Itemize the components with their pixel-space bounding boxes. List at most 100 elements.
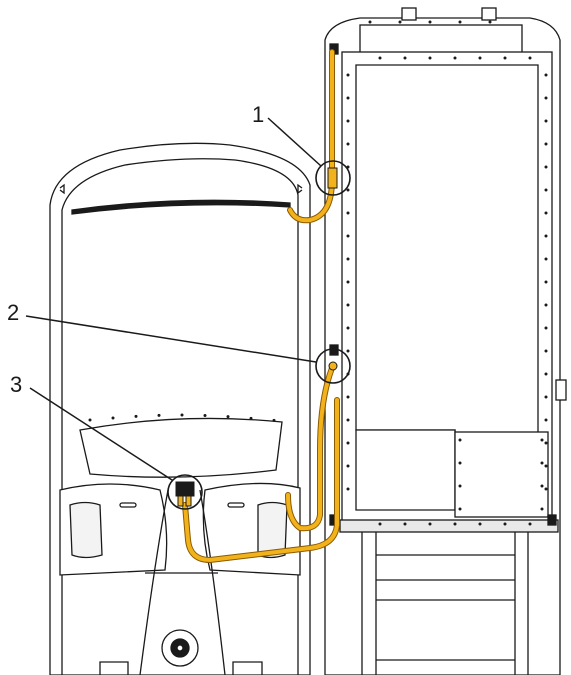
rivet: [458, 484, 462, 488]
left-unit: [49, 142, 311, 675]
callout-1-label: 1: [252, 102, 264, 127]
connector-1: [327, 167, 338, 189]
callout-1-circle: [315, 160, 351, 196]
connectors: [175, 167, 338, 507]
rivet: [226, 415, 230, 419]
left-unit-shell: [49, 142, 311, 675]
rivet: [88, 418, 92, 422]
right-unit: [324, 7, 567, 675]
callout-3: 3: [10, 372, 203, 510]
right-unit-leg-right: [514, 532, 529, 675]
rivet: [346, 418, 350, 422]
rivet: [544, 165, 548, 169]
left-unit-clip-right: [297, 183, 303, 195]
rivet: [478, 522, 482, 526]
rivet: [544, 487, 548, 491]
rivet: [488, 20, 492, 24]
rivet: [403, 522, 407, 526]
rivet: [453, 56, 457, 60]
rivet: [428, 20, 432, 24]
rivet: [346, 188, 350, 192]
left-unit-seam-left: [139, 489, 169, 675]
callout-1-leader: [267, 117, 322, 167]
connector-3-plug-right: [185, 495, 192, 507]
left-unit-knob-center: [176, 644, 184, 652]
rivet: [458, 438, 462, 442]
rivet: [368, 20, 372, 24]
rivet: [180, 413, 184, 417]
rivet: [544, 142, 548, 146]
right-unit-leg-left: [361, 532, 377, 675]
rivet: [346, 257, 350, 261]
rivet: [346, 349, 350, 353]
right-unit-cross-braces: [376, 554, 515, 661]
rivet: [346, 142, 350, 146]
connector-3-body: [175, 481, 195, 497]
frame-rivets: [88, 20, 548, 526]
left-unit-bottom-tab-right: [232, 661, 263, 675]
rivet: [503, 56, 507, 60]
cable-lower: [286, 366, 334, 531]
callout-3-leader: [29, 387, 173, 481]
rivet: [544, 234, 548, 238]
rivet: [134, 414, 138, 418]
rivet: [346, 211, 350, 215]
right-unit-top-panel: [359, 24, 523, 56]
right-unit-top-handle-right: [481, 7, 497, 21]
rivet: [346, 303, 350, 307]
callout-2-label: 2: [7, 300, 19, 325]
rivet: [544, 349, 548, 353]
rivet: [346, 441, 350, 445]
rivet: [478, 56, 482, 60]
left-unit-display-window: [79, 417, 283, 478]
rivet: [544, 326, 548, 330]
rivet: [458, 461, 462, 465]
rivet: [346, 280, 350, 284]
rivet: [249, 416, 253, 420]
rivet: [378, 522, 382, 526]
rivet: [346, 119, 350, 123]
right-unit-side-tab: [555, 379, 567, 401]
rivet: [272, 418, 276, 422]
left-unit-handle-plate-left: [69, 501, 103, 559]
rivet: [544, 418, 548, 422]
callout-3-label: 3: [10, 372, 22, 397]
right-unit-access-plate: [454, 431, 549, 518]
rivet: [346, 96, 350, 100]
callout-3-circle: [167, 474, 203, 510]
rivet: [346, 487, 350, 491]
callout-2: 2: [7, 300, 351, 384]
rivet: [346, 395, 350, 399]
rivet: [544, 188, 548, 192]
rivet: [503, 522, 507, 526]
right-unit-top-handle-left: [401, 7, 417, 21]
rivet: [540, 438, 544, 442]
rivet: [544, 464, 548, 468]
connector-2: [328, 361, 338, 371]
rivet: [428, 522, 432, 526]
rivet: [346, 326, 350, 330]
right-unit-bottom-sill: [339, 519, 559, 533]
rivet: [428, 56, 432, 60]
rivet: [544, 257, 548, 261]
rivet: [458, 507, 462, 511]
rivet: [458, 20, 462, 24]
rivet: [544, 280, 548, 284]
callout-2-circle: [315, 348, 351, 384]
rivet: [111, 416, 115, 420]
rivet: [453, 522, 457, 526]
cable-vertical: [183, 398, 339, 562]
callout-2-leader: [25, 315, 317, 363]
left-unit-clip-left: [59, 183, 65, 195]
rivet: [544, 119, 548, 123]
rivet: [544, 372, 548, 376]
rivet: [203, 413, 207, 417]
rivet: [378, 56, 382, 60]
rivet: [540, 507, 544, 511]
right-unit-inner-panel-lower: [355, 429, 456, 511]
left-unit-slot-right: [227, 502, 245, 508]
rivet: [403, 56, 407, 60]
callout-1: 1: [252, 102, 351, 196]
